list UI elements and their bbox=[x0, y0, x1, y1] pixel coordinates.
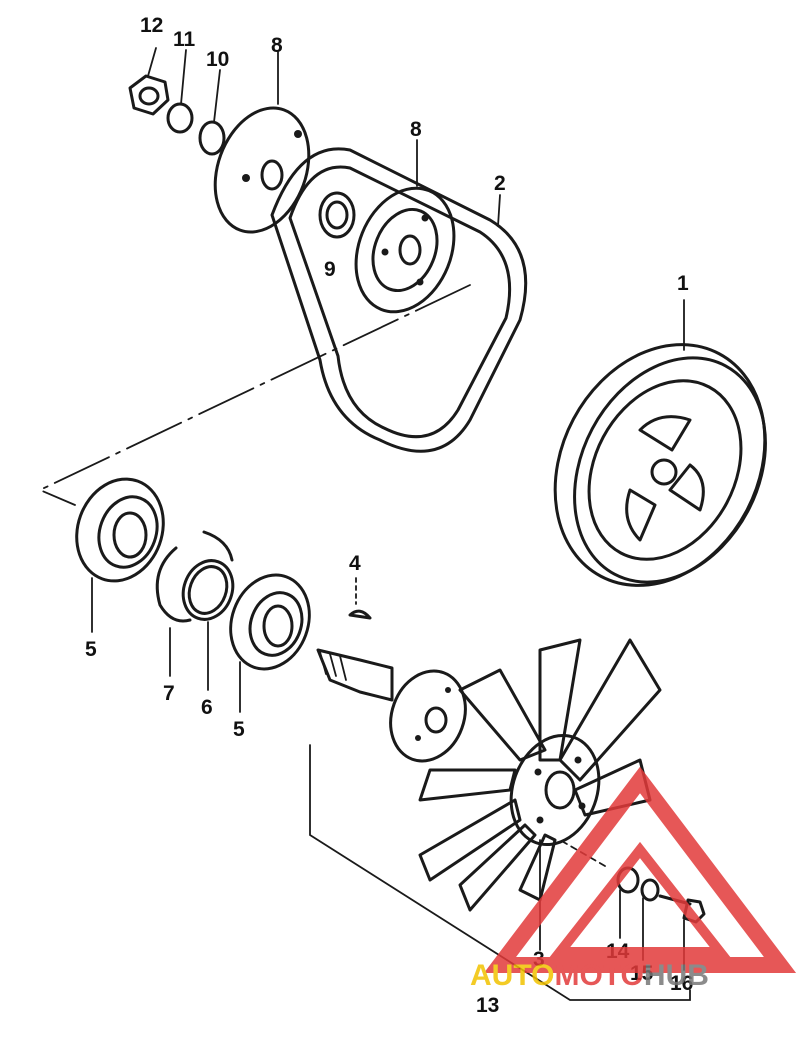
callout-10: 10 bbox=[206, 48, 229, 71]
snap-ring-part-7 bbox=[155, 530, 234, 677]
callout-13: 13 bbox=[476, 994, 499, 1017]
bearing-part-5-left bbox=[75, 477, 165, 633]
callout-8a: 8 bbox=[271, 34, 283, 57]
woodruff-key-part-4 bbox=[348, 577, 372, 620]
callout-7: 7 bbox=[163, 682, 175, 705]
callout-2: 2 bbox=[494, 172, 506, 195]
callout-1: 1 bbox=[677, 272, 689, 295]
flat-washer-part-10 bbox=[198, 69, 226, 156]
watermark-text-auto: AUTO bbox=[470, 959, 554, 992]
watermark-text-moto: MOTO bbox=[554, 959, 643, 992]
svg-text:AUTOMOTOHUB: AUTOMOTOHUB bbox=[470, 959, 709, 992]
callout-6: 6 bbox=[201, 696, 213, 719]
callout-9: 9 bbox=[324, 258, 336, 281]
automotohub-watermark: AUTOMOTOHUB bbox=[470, 766, 797, 992]
pulley-half-part-8-rear bbox=[213, 51, 311, 234]
crank-pulley-part-1 bbox=[553, 299, 767, 587]
shaft-part-13 bbox=[316, 648, 467, 763]
callout-12: 12 bbox=[140, 14, 163, 37]
callout-4: 4 bbox=[349, 552, 361, 575]
callout-5b: 5 bbox=[233, 718, 245, 741]
callout-16: 16 bbox=[670, 972, 693, 995]
callout-8b: 8 bbox=[410, 118, 422, 141]
callout-11: 11 bbox=[173, 28, 196, 51]
washer-part-14 bbox=[559, 839, 640, 939]
watermark-text-hub: HUB bbox=[644, 959, 709, 992]
watermark-triangle-logo bbox=[483, 766, 797, 973]
assembly-leader-lines bbox=[37, 284, 691, 1001]
bearing-part-5-right bbox=[229, 573, 311, 713]
lock-washer-part-11 bbox=[166, 49, 194, 134]
callout-labels: 1 2 3 4 5 5 6 7 8 8 9 10 11 12 13 14 15 … bbox=[85, 14, 693, 1017]
callout-5a: 5 bbox=[85, 638, 97, 661]
ring-part-6 bbox=[181, 559, 235, 691]
v-belt-part-2 bbox=[270, 147, 528, 453]
hex-nut-part-12 bbox=[128, 47, 170, 116]
pulley-half-part-8-front bbox=[354, 139, 456, 314]
